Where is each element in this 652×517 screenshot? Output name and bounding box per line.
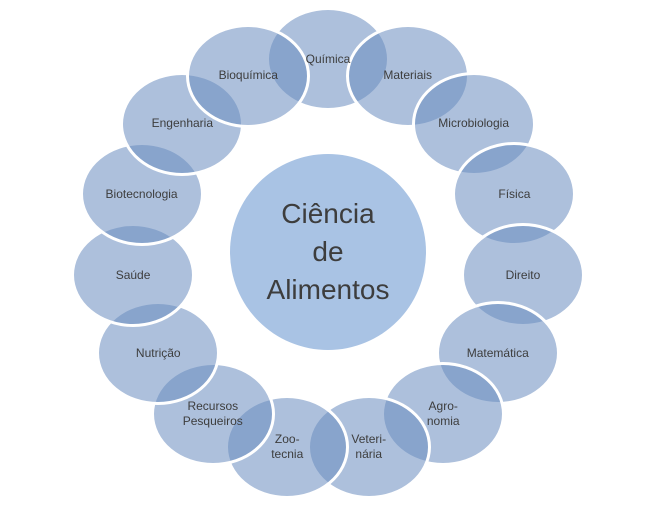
center-label-line: de [312, 236, 344, 267]
center-label: Ciência de Alimentos [267, 195, 390, 309]
ring-node-bioquimica [186, 23, 311, 128]
center-label-line: Alimentos [266, 274, 390, 305]
center-node: Ciência de Alimentos [230, 154, 426, 350]
center-label-line: Ciência [281, 198, 375, 229]
